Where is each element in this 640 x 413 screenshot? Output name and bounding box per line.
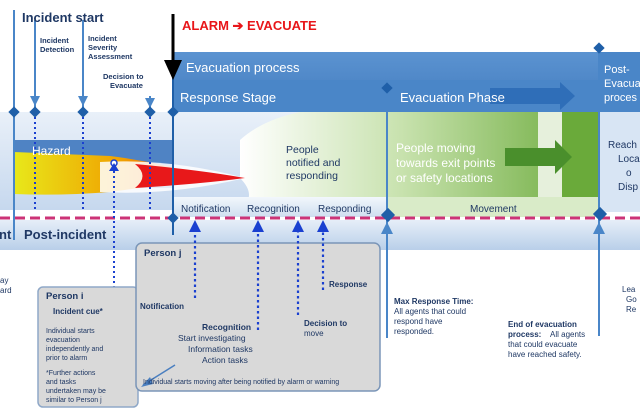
assessment-arrowhead (78, 96, 88, 106)
evacuation-end-diamond (592, 206, 608, 222)
recognition-item-1: Start investigating (178, 333, 246, 343)
evacuation-process-label: Evacuation process (186, 60, 300, 75)
severity-line3: Assessment (88, 52, 133, 61)
person-i-text1-line2: evacuation (46, 337, 80, 344)
decision-arrowhead (145, 98, 155, 108)
stage-label-movement: Movement (470, 204, 517, 215)
left-note-line1: ay (0, 276, 8, 285)
max-response-line1: All agents that could (394, 307, 466, 316)
stage-label-notification: Notification (181, 204, 230, 215)
max-response-line3: responded. (394, 327, 434, 336)
max-response-title: Max Response Time: (394, 297, 473, 306)
post-evac-line1: Post- (604, 64, 630, 76)
end-evac-title-line1: End of evacuation (508, 320, 577, 329)
stage-label-responding: Responding (318, 204, 371, 215)
recognition-item-3: Action tasks (202, 355, 248, 365)
hazard-red-core (135, 164, 245, 188)
incident-start-label: Incident start (22, 10, 104, 25)
person-i-text1-line4: prior to alarm (46, 355, 87, 362)
decision-text-line2: move (304, 329, 324, 338)
right-partial-line2: Loca (618, 154, 640, 165)
post-incident-label: Post-incident (24, 227, 107, 242)
person-j-footer: Individual starts moving after being not… (143, 379, 339, 386)
incident-detection-line1: Incident (40, 36, 69, 45)
severity-line1: Incident (88, 34, 117, 43)
person-j-response: Response (329, 280, 368, 289)
evacuation-phase-label: Evacuation Phase (400, 90, 505, 105)
post-evac-line3: proces (604, 92, 638, 104)
response-arrowhead (317, 220, 329, 232)
end-evac-line1: All agents (550, 330, 585, 339)
decision-arrowhead-bottom (292, 220, 304, 232)
alarm-black-arrowhead (164, 60, 182, 80)
end-evac-line2: that could evacuate (508, 340, 578, 349)
severity-line2: Severity (88, 43, 118, 52)
person-i-text1-line1: Individual starts (46, 328, 95, 335)
movement-arrow (505, 140, 572, 174)
evacuation-phase-arrow (490, 82, 575, 110)
people-moving-line1: People moving (396, 141, 475, 155)
right-partial-line4: Disp (618, 182, 638, 193)
person-i-text2-line3: undertaken may be (46, 388, 106, 395)
person-link-arrowhead (141, 377, 153, 387)
recognition-item-2: Information tasks (188, 344, 253, 354)
person-i-cue: Incident cue* (53, 307, 104, 316)
post-evacuation-light (599, 112, 640, 212)
post-diamond (593, 42, 605, 54)
notification-arrowhead (189, 220, 201, 232)
end-evac-line3: have reached safety. (508, 350, 582, 359)
person-j-title: Person j (144, 248, 182, 259)
movement-bar (388, 197, 598, 217)
person-i-text2-line2: and tasks (46, 379, 76, 386)
person-i-text1-line3: independently and (46, 346, 103, 353)
green-region (240, 112, 598, 210)
right-partial-line1: Reach (608, 140, 637, 151)
decision-text-line1: Decision to (304, 319, 347, 328)
right-note-line3: Re (626, 305, 637, 314)
end-evac-arrowhead (593, 222, 605, 234)
right-note-line2: Go (626, 295, 637, 304)
max-response-arrowhead (381, 222, 393, 234)
stage-label-recognition: Recognition (247, 204, 300, 215)
decision-line1: Decision to (103, 72, 144, 81)
detection-arrowhead (30, 96, 40, 106)
right-partial-line3: o (626, 168, 632, 179)
person-j-notification: Notification (140, 302, 184, 311)
recognition-arrowhead (252, 220, 264, 232)
alarm-diamond-bottom (167, 212, 179, 224)
right-note-line1: Lea (622, 285, 636, 294)
left-note-line2: ard (0, 286, 12, 295)
alarm-evacuate-label: ALARM ➔ EVACUATE (182, 18, 317, 33)
left-fragment-label: nt (0, 227, 12, 242)
people-notified-line1: People (286, 144, 319, 156)
person-j-recognition-title: Recognition (202, 322, 251, 332)
hazard-label: Hazard (32, 144, 71, 158)
people-notified-line3: responding (286, 170, 338, 182)
people-moving-line2: towards exit points (396, 156, 495, 170)
cue-arrowhead (109, 163, 119, 171)
end-evac-title-line2: process: (508, 330, 541, 339)
response-end-diamond (380, 207, 396, 223)
max-response-line2: respond have (394, 317, 443, 326)
person-i-text2-line1: *Further actions (46, 370, 96, 377)
response-stage-label: Response Stage (180, 90, 276, 105)
response-stage-band (173, 80, 387, 112)
person-i-text2-line4: similar to Person j (46, 397, 102, 404)
person-i-title: Person i (46, 291, 84, 302)
post-evac-line2: Evacuat (604, 78, 640, 90)
decision-line2: Evacuate (110, 81, 143, 90)
people-moving-line3: or safety locations (396, 171, 493, 185)
incident-detection-line2: Detection (40, 45, 75, 54)
people-notified-line2: notified and (286, 157, 340, 169)
